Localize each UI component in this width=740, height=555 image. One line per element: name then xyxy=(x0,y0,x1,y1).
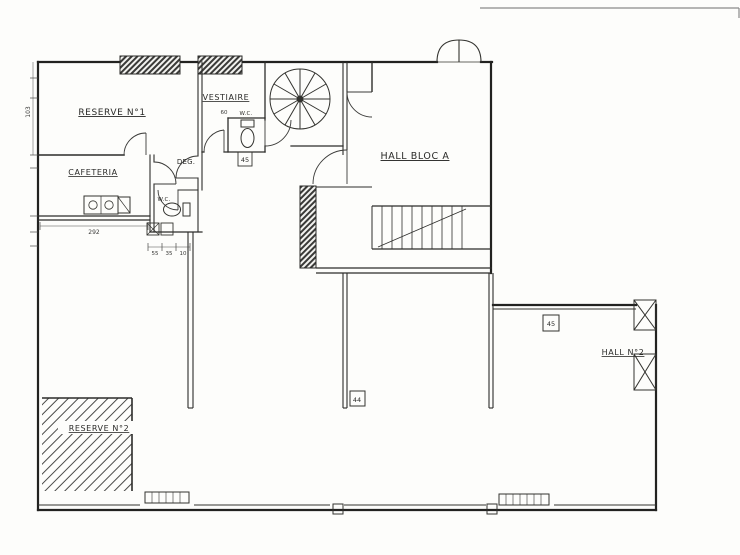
wc2-toilet xyxy=(163,202,191,217)
outer-wall-inner-lines xyxy=(38,308,656,506)
hall2-double-doors xyxy=(633,299,657,391)
vestiaire-doors xyxy=(203,119,292,153)
hall-bottom-wall xyxy=(316,267,492,274)
hall-door xyxy=(312,149,348,185)
room-label-wc2: W.C. xyxy=(158,197,171,203)
stair-enclosure-walls xyxy=(342,62,348,155)
dimension-292: 292 xyxy=(88,229,100,236)
room-label-hall2: HALL N°2 xyxy=(602,348,645,357)
bottom-wall-ticks xyxy=(332,503,498,515)
outer-walls xyxy=(36,60,658,512)
room-label-deg: DEG. xyxy=(177,158,195,166)
corridor-number-box xyxy=(349,390,366,407)
left-block-partitions xyxy=(37,61,203,233)
hall2-number-box xyxy=(542,314,560,332)
wc1-number-box xyxy=(237,151,253,167)
room-label-hall-bloc-a: HALL BLOC A xyxy=(381,151,450,162)
cafeteria-fixtures xyxy=(83,195,131,215)
hatched-column xyxy=(299,185,317,269)
staircase xyxy=(371,205,491,250)
dimension-ticks xyxy=(30,62,191,251)
dimension-60: 60 xyxy=(221,110,228,116)
dimension-10: 10 xyxy=(180,251,187,257)
long-partition-wall xyxy=(187,232,194,409)
spiral-staircase xyxy=(269,68,331,130)
top-wall-hatched-segments xyxy=(119,55,243,75)
room-label-cafeteria: CAFETERIA xyxy=(68,168,117,177)
vestiaire-wc1-walls xyxy=(201,61,344,153)
reserve2-room xyxy=(42,397,140,491)
lower-corridor-walls xyxy=(342,273,494,409)
wc1-toilet xyxy=(240,119,255,148)
room-label-reserve2: RESERVE N°2 xyxy=(69,424,130,433)
fixture-number-corridor: 44 xyxy=(353,396,361,404)
room-label-vestiaire: VESTIAIRE xyxy=(203,93,250,102)
reserve2-label-band xyxy=(58,421,140,434)
scan-artifact-line xyxy=(480,7,740,18)
entry-double-door xyxy=(436,39,482,63)
vestibule-door xyxy=(346,91,373,118)
radiator-left xyxy=(144,491,190,504)
fixture-number-wc: 45 xyxy=(241,156,249,164)
radiator-right xyxy=(498,493,550,506)
room-label-wc1: W.C. xyxy=(240,111,253,117)
dimension-35: 35 xyxy=(166,251,173,257)
left-block-doors xyxy=(123,132,199,211)
dimension-103: 103 xyxy=(25,106,32,118)
room-label-reserve1: RESERVE N°1 xyxy=(78,108,145,118)
fixture-number-hall2: 45 xyxy=(547,320,555,328)
utility-boxes xyxy=(146,222,174,236)
dimension-55: 55 xyxy=(152,251,159,257)
